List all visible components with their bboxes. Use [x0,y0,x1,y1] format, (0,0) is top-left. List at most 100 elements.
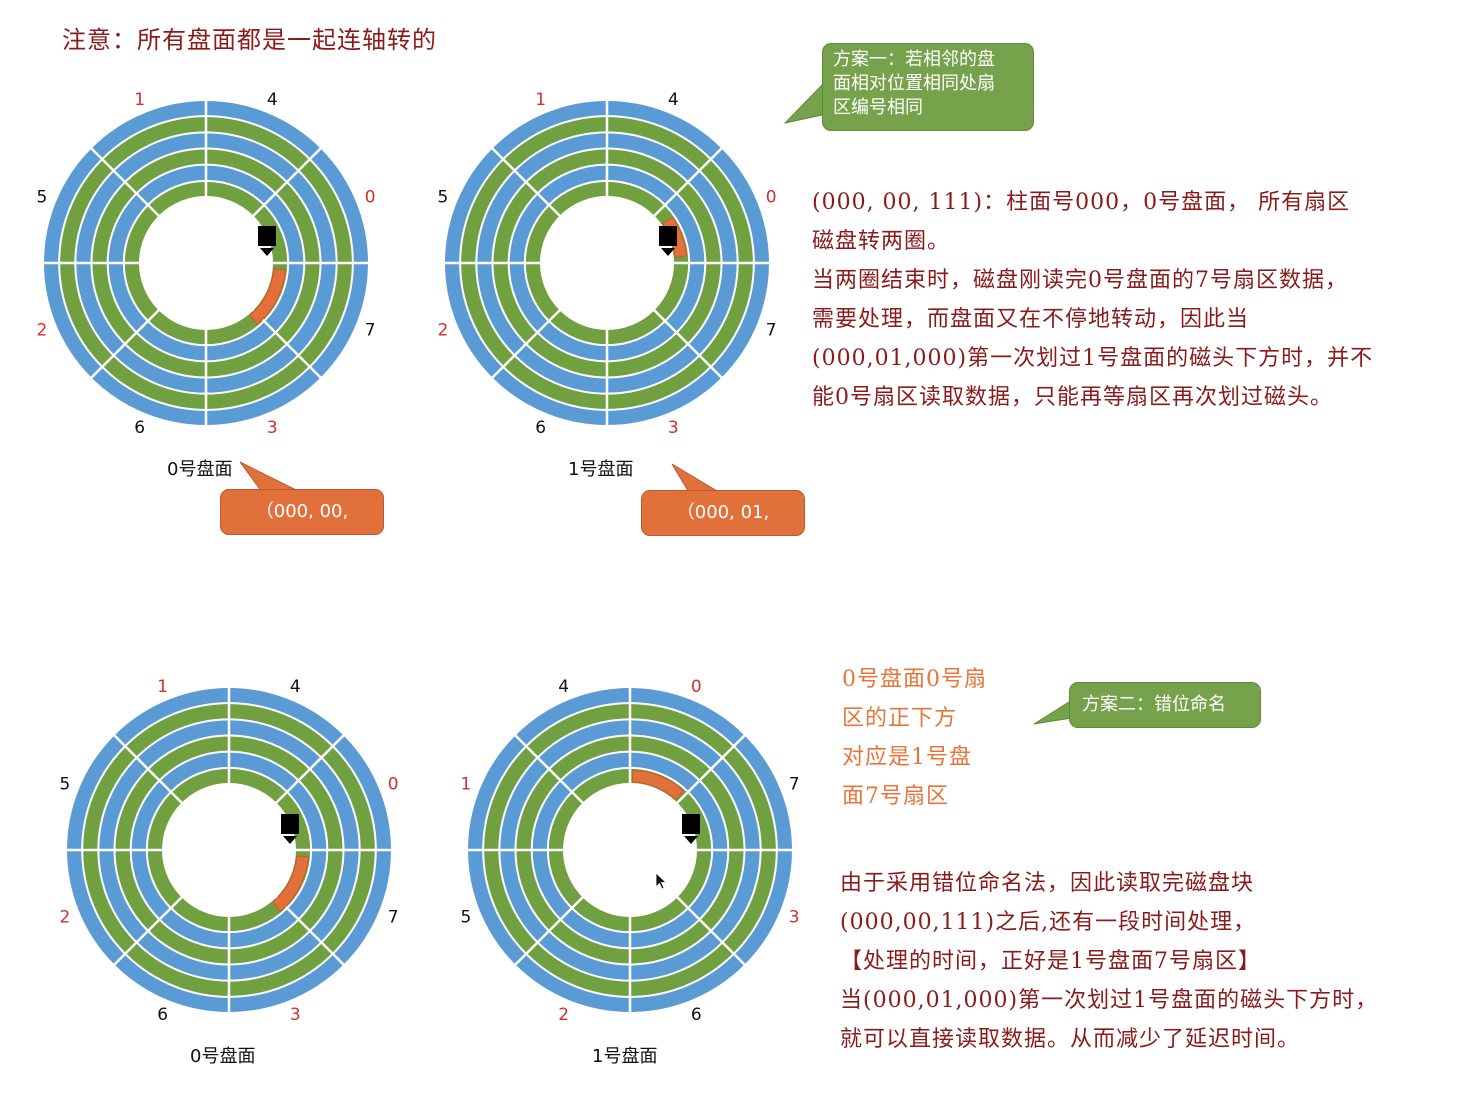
spindle-hole [162,783,296,917]
track-ring [530,750,730,950]
scheme1-desc-line: 能0号扇区读取数据，只能再等扇区再次划过磁头。 [812,385,1333,410]
track-ring [466,686,794,1014]
sector-divider [112,895,184,967]
scheme1-platter-0-label: 0号盘面 [167,459,233,480]
track-ring [58,115,354,411]
sector-number-label: 1 [157,677,168,697]
sector-number-label: 0 [365,188,376,208]
sector-divider [274,733,346,805]
sector-number-label: 5 [36,188,47,208]
sector-divider [675,733,747,805]
sector-number-label: 2 [59,907,70,927]
track-ring [491,147,723,379]
track-ring [42,99,370,427]
track-ring [122,179,290,347]
sector-divider [675,895,747,967]
read-head-arrow-icon [283,836,297,844]
sector-number-label: 4 [290,677,301,697]
sector-number-label: 5 [59,775,70,795]
scheme1-platter-0-disk-graphic: 1 4 0 7 3 6 2 5 [36,90,375,438]
sector-number-label: 7 [789,775,800,795]
track-ring [65,686,393,1014]
read-head-icon [281,814,299,834]
page-title: 注意：所有盘面都是一起连轴转的 [62,26,437,54]
track-ring [482,702,778,998]
sector-divider [89,146,161,218]
scheme1-callout: 方案一：若相邻的盘 面相对位置相同处扇 区编号相同 [822,43,1034,131]
track-ring [514,734,746,966]
sector-divider [513,733,585,805]
scheme1-platter-1-address-tag: （000, 01, 000） [641,490,805,559]
highlighted-sector [662,216,688,258]
sector-divider [89,308,161,380]
spindle-hole [563,783,697,917]
sector-number-label: 7 [766,320,777,340]
scheme2-callout: 方案二：错位命名 [1069,682,1261,728]
sector-divider [490,308,562,380]
sector-divider [112,733,184,805]
scheme1-callout-line: 面相对位置相同处扇 [833,73,995,94]
read-head-icon [258,226,276,246]
scheme2-note-line: 面7号扇区 [842,784,949,809]
sector-number-label: 2 [437,320,448,340]
scheme2-note-line: 对应是1号盘 [842,745,972,770]
sector-number-label: 0 [388,775,399,795]
scheme1-description: (000, 00, 111)：柱面号000，0号盘面， 所有扇区 磁盘转两圈。 … [812,183,1452,417]
sector-divider [652,308,724,380]
read-head-icon [659,226,677,246]
track-ring [145,766,313,934]
track-ring [113,734,345,966]
sector-divider [251,308,323,380]
sector-number-label: 7 [388,907,399,927]
sector-number-label: 5 [460,907,471,927]
scheme1-desc-line: 需要处理，而盘面又在不停地转动，因此当 [812,307,1250,332]
sector-number-label: 6 [157,1005,168,1025]
highlighted-sector [272,855,310,912]
sector-number-label: 3 [290,1005,301,1025]
read-head-icon [682,814,700,834]
sector-number-label: 2 [36,320,47,340]
scheme1-callout-line: 区编号相同 [833,97,923,118]
sector-number-label: 1 [134,90,145,110]
track-ring [106,163,306,363]
sector-divider [490,146,562,218]
sector-number-label: 4 [267,90,278,110]
sector-number-label: 1 [460,775,471,795]
track-ring [498,718,762,982]
scheme2-desc-line: 【处理的时间，正好是1号盘面7号扇区】 [840,949,1261,974]
scheme2-note-line: 0号盘面0号扇 [842,667,987,692]
sector-number-label: 7 [365,320,376,340]
sector-number-label: 0 [766,188,777,208]
track-ring [443,99,771,427]
sector-divider [652,146,724,218]
track-ring [507,163,707,363]
scheme1-desc-line: (000, 00, 111)：柱面号000，0号盘面， 所有扇区 [812,190,1351,215]
track-ring [129,750,329,950]
track-ring [523,179,691,347]
highlighted-sector [631,769,685,801]
sector-number-label: 3 [267,418,278,438]
spindle-hole [540,196,674,330]
highlighted-sector [249,268,287,325]
sector-number-label: 1 [535,90,546,110]
scheme2-note: 0号盘面0号扇 区的正下方 对应是1号盘 面7号扇区 [842,660,1042,816]
scheme1-desc-line: 磁盘转两圈。 [812,229,951,254]
scheme2-desc-line: (000,00,111)之后,还有一段时间处理， [840,910,1257,935]
track-ring [475,131,739,395]
sector-number-label: 6 [691,1005,702,1025]
sector-number-label: 6 [134,418,145,438]
sector-divider [274,895,346,967]
track-ring [90,147,322,379]
sector-divider [513,895,585,967]
scheme1-callout-line: 方案一：若相邻的盘 [833,49,995,70]
scheme2-description: 由于采用错位命名法，因此读取完磁盘块 (000,00,111)之后,还有一段时间… [840,864,1450,1059]
sector-number-label: 4 [668,90,679,110]
track-ring [546,766,714,934]
track-ring [74,131,338,395]
sector-number-label: 3 [789,907,800,927]
scheme2-platter-1-label: 1号盘面 [592,1046,658,1067]
scheme2-platter-0-disk-graphic: 1 4 0 7 3 6 2 5 [59,677,398,1025]
read-head-arrow-icon [260,248,274,256]
